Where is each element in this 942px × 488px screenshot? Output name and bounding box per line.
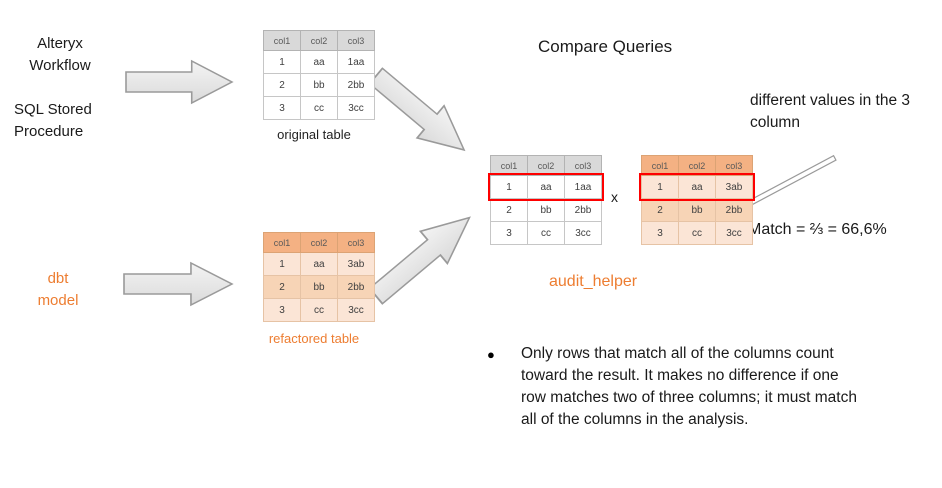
- match-result-text: Match = ⅔ = 66,6%: [748, 221, 887, 238]
- table-cell: 3cc: [715, 221, 753, 245]
- table-cell: 1: [263, 50, 301, 74]
- table-row: 3 cc 3cc: [490, 221, 602, 245]
- table-header-cell: col1: [263, 30, 301, 51]
- table-cell: 1: [641, 175, 679, 199]
- table-cell: bb: [300, 73, 338, 97]
- table-cell: 2bb: [337, 73, 375, 97]
- table-row: 1 aa 3ab: [263, 252, 375, 276]
- table-cell: bb: [678, 198, 716, 222]
- block-arrow-original-to-compare: [361, 59, 479, 167]
- table-cell: cc: [678, 221, 716, 245]
- table-cell: 2: [263, 73, 301, 97]
- block-arrow-to-refactored-table: [123, 262, 233, 306]
- table-cell: bb: [300, 275, 338, 299]
- table-cell: 2: [490, 198, 528, 222]
- table-row: 1 aa 3ab: [641, 175, 753, 199]
- table-header-cell: col3: [715, 155, 753, 176]
- table-cell: 1: [263, 252, 301, 276]
- table-row: 2 bb 2bb: [641, 198, 753, 222]
- table-cell: 3: [263, 298, 301, 322]
- table-header-cell: col3: [564, 155, 602, 176]
- table-row: 3 cc 3cc: [263, 96, 375, 120]
- different-values-note: different values in the 3 column: [750, 92, 910, 131]
- table-cell: 1: [490, 175, 528, 199]
- table-cell: cc: [300, 298, 338, 322]
- table-cell: aa: [527, 175, 565, 199]
- table-cell: 2bb: [564, 198, 602, 222]
- bullet-note: Only rows that match all of the columns …: [521, 345, 857, 428]
- table-header-cell: col1: [641, 155, 679, 176]
- original-table: col1 col2 col3 1 aa 1aa 2 bb 2bb 3 cc: [263, 30, 375, 120]
- table-row: 2 bb 2bb: [263, 73, 375, 97]
- table-header-cell: col3: [337, 30, 375, 51]
- table-cell: 2bb: [337, 275, 375, 299]
- source-label-sql: SQL Stored Procedure: [14, 101, 92, 140]
- table-header-cell: col1: [263, 232, 301, 253]
- table-row: 2 bb 2bb: [490, 198, 602, 222]
- table-cell: 3: [641, 221, 679, 245]
- table-cell: 3cc: [337, 96, 375, 120]
- table-row: 2 bb 2bb: [263, 275, 375, 299]
- compare-original-table: col1 col2 col3 1 aa 1aa 2 bb 2bb 3 cc: [488, 155, 604, 245]
- table-cell: 3ab: [337, 252, 375, 276]
- page-title: Compare Queries: [538, 37, 673, 56]
- source-label-alteryx: Alteryx Workflow: [29, 35, 91, 74]
- table-header-cell: col1: [490, 155, 528, 176]
- table-cell: 2: [641, 198, 679, 222]
- table-cell: 3cc: [337, 298, 375, 322]
- refactored-table-caption: refactored table: [268, 331, 360, 346]
- table-cell: cc: [527, 221, 565, 245]
- table-header-cell: col3: [337, 232, 375, 253]
- table-header-cell: col2: [527, 155, 565, 176]
- table-cell: 3: [263, 96, 301, 120]
- source-label-dbt: dbt model: [37, 270, 79, 309]
- table-cell: 3: [490, 221, 528, 245]
- table-row: 3 cc 3cc: [263, 298, 375, 322]
- compare-refactored-table: col1 col2 col3 1 aa 3ab 2 bb 2bb 3 cc: [639, 155, 755, 245]
- table-header-cell: col2: [300, 232, 338, 253]
- bullet-icon: ●: [487, 347, 495, 362]
- block-arrow-to-original-table: [125, 60, 233, 104]
- table-cell: aa: [678, 175, 716, 199]
- x-separator: x: [611, 189, 618, 205]
- table-row: 1 aa 1aa: [263, 50, 375, 74]
- table-cell: 1aa: [337, 50, 375, 74]
- table-cell: 3cc: [564, 221, 602, 245]
- original-table-caption: original table: [277, 127, 351, 142]
- table-cell: aa: [300, 50, 338, 74]
- table-row: 3 cc 3cc: [641, 221, 753, 245]
- table-cell: 2: [263, 275, 301, 299]
- table-cell: bb: [527, 198, 565, 222]
- table-cell: 1aa: [564, 175, 602, 199]
- refactored-table: col1 col2 col3 1 aa 3ab 2 bb 2bb 3 cc: [263, 232, 375, 322]
- table-cell: cc: [300, 96, 338, 120]
- table-cell: 3ab: [715, 175, 753, 199]
- table-cell: 2bb: [715, 198, 753, 222]
- block-arrow-refactored-to-compare: [361, 200, 484, 313]
- callout-pointer: [748, 154, 837, 207]
- table-header-cell: col2: [678, 155, 716, 176]
- audit-helper-label: audit_helper: [549, 273, 638, 290]
- table-header-cell: col2: [300, 30, 338, 51]
- table-row: 1 aa 1aa: [490, 175, 602, 199]
- table-cell: aa: [300, 252, 338, 276]
